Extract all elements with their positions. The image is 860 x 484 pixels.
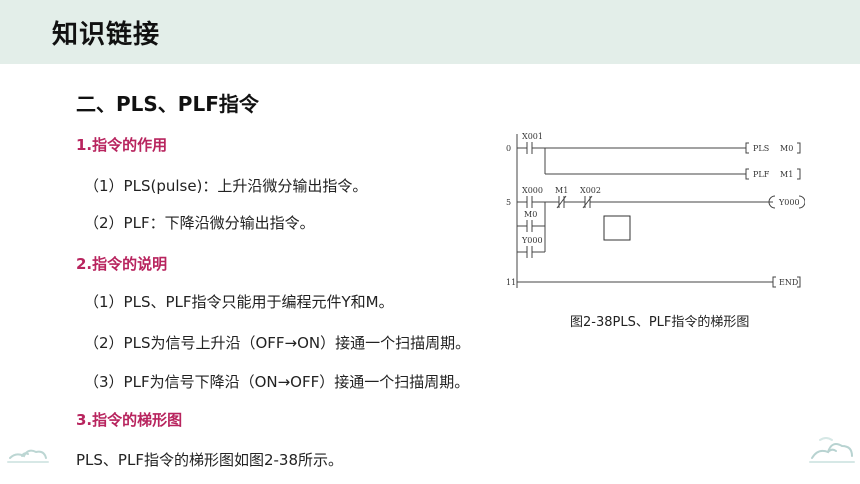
m0-contact-label: M0 bbox=[524, 210, 537, 219]
x002-label: X002 bbox=[580, 186, 601, 195]
header-bar: 知识链接 bbox=[0, 0, 860, 64]
step-11-label: 11 bbox=[506, 278, 516, 287]
plf-instruction-label: PLF bbox=[753, 170, 770, 179]
pls-instruction-label: PLS bbox=[753, 144, 769, 153]
function-line-1: （1）PLS(pulse)：上升沿微分输出指令。 bbox=[84, 177, 368, 195]
end-label: END bbox=[779, 278, 798, 287]
diagram-caption: 图2-38PLS、PLF指令的梯形图 bbox=[570, 315, 750, 330]
m1-label: M1 bbox=[555, 186, 568, 195]
cloud-decoration-right-icon bbox=[809, 437, 855, 463]
section-title: 二、PLS、PLF指令 bbox=[76, 92, 259, 116]
pls-operand-label: M0 bbox=[780, 144, 793, 153]
notes-line-2: （2）PLS为信号上升沿（OFF→ON）接通一个扫描周期。 bbox=[84, 334, 471, 352]
step-5-label: 5 bbox=[506, 198, 511, 207]
plf-operand-label: M1 bbox=[780, 170, 793, 179]
notes-line-1: （1）PLS、PLF指令只能用于编程元件Y和M。 bbox=[84, 293, 394, 311]
cloud-decoration-left-icon bbox=[7, 449, 49, 463]
x001-label: X001 bbox=[522, 132, 543, 141]
subheading-function: 1.指令的作用 bbox=[76, 136, 168, 154]
subheading-notes: 2.指令的说明 bbox=[76, 255, 168, 273]
ladder-text: PLS、PLF指令的梯形图如图2-38所示。 bbox=[76, 451, 343, 469]
y000-coil-label: Y000 bbox=[778, 198, 800, 207]
y000-contact-label: Y000 bbox=[521, 236, 543, 245]
notes-line-3: （3）PLF为信号下降沿（ON→OFF）接通一个扫描周期。 bbox=[84, 373, 470, 391]
page-title: 知识链接 bbox=[52, 20, 161, 50]
subheading-ladder: 3.指令的梯形图 bbox=[76, 411, 183, 429]
function-line-2: （2）PLF：下降沿微分输出指令。 bbox=[84, 214, 315, 232]
x000-label: X000 bbox=[522, 186, 543, 195]
step-0-label: 0 bbox=[506, 144, 511, 153]
ladder-diagram: 0 X001 PLS M0 PLF M1 5 X000 M1 X002 Y000… bbox=[506, 132, 805, 288]
